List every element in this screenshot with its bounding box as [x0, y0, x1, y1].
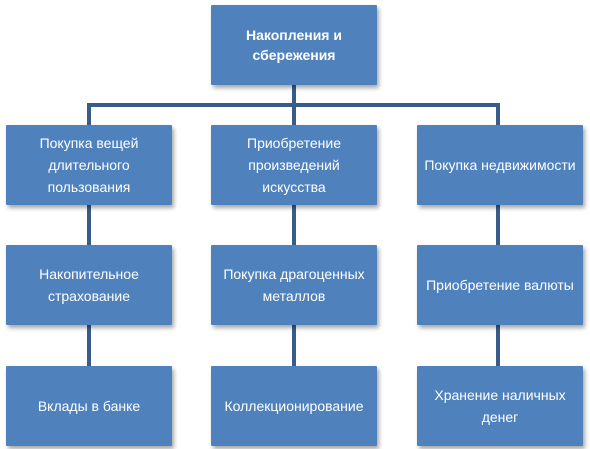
node-currency: Приобретение валюты	[417, 245, 583, 325]
node-label: Приобретение валюты	[426, 277, 574, 293]
node-cash-holding: Хранение наличных денег	[417, 366, 583, 446]
node-collecting: Коллекционирование	[211, 366, 377, 446]
node-root-label: Накопления и сбережения	[246, 27, 342, 63]
node-label: Покупка недвижимости	[424, 157, 576, 173]
node-precious-metals: Покупка драгоценных металлов	[211, 245, 377, 325]
node-label: Коллекционирование	[224, 398, 364, 414]
node-art-acquisition: Приобретение произведений искусства	[211, 125, 377, 205]
node-bank-deposits: Вклады в банке	[6, 366, 172, 446]
node-root-savings: Накопления и сбережения	[211, 5, 377, 85]
node-label: Вклады в банке	[37, 398, 141, 414]
node-insurance: Накопительное страхование	[6, 245, 172, 325]
node-label: Накопительное страхование	[39, 266, 139, 304]
node-label: Покупка вещей длительного пользования	[39, 135, 139, 195]
node-label: Хранение наличных денег	[434, 387, 566, 425]
node-real-estate: Покупка недвижимости	[417, 125, 583, 205]
node-label: Приобретение произведений искусства	[247, 135, 341, 195]
node-durable-goods: Покупка вещей длительного пользования	[6, 125, 172, 205]
node-label: Покупка драгоценных металлов	[223, 266, 365, 304]
